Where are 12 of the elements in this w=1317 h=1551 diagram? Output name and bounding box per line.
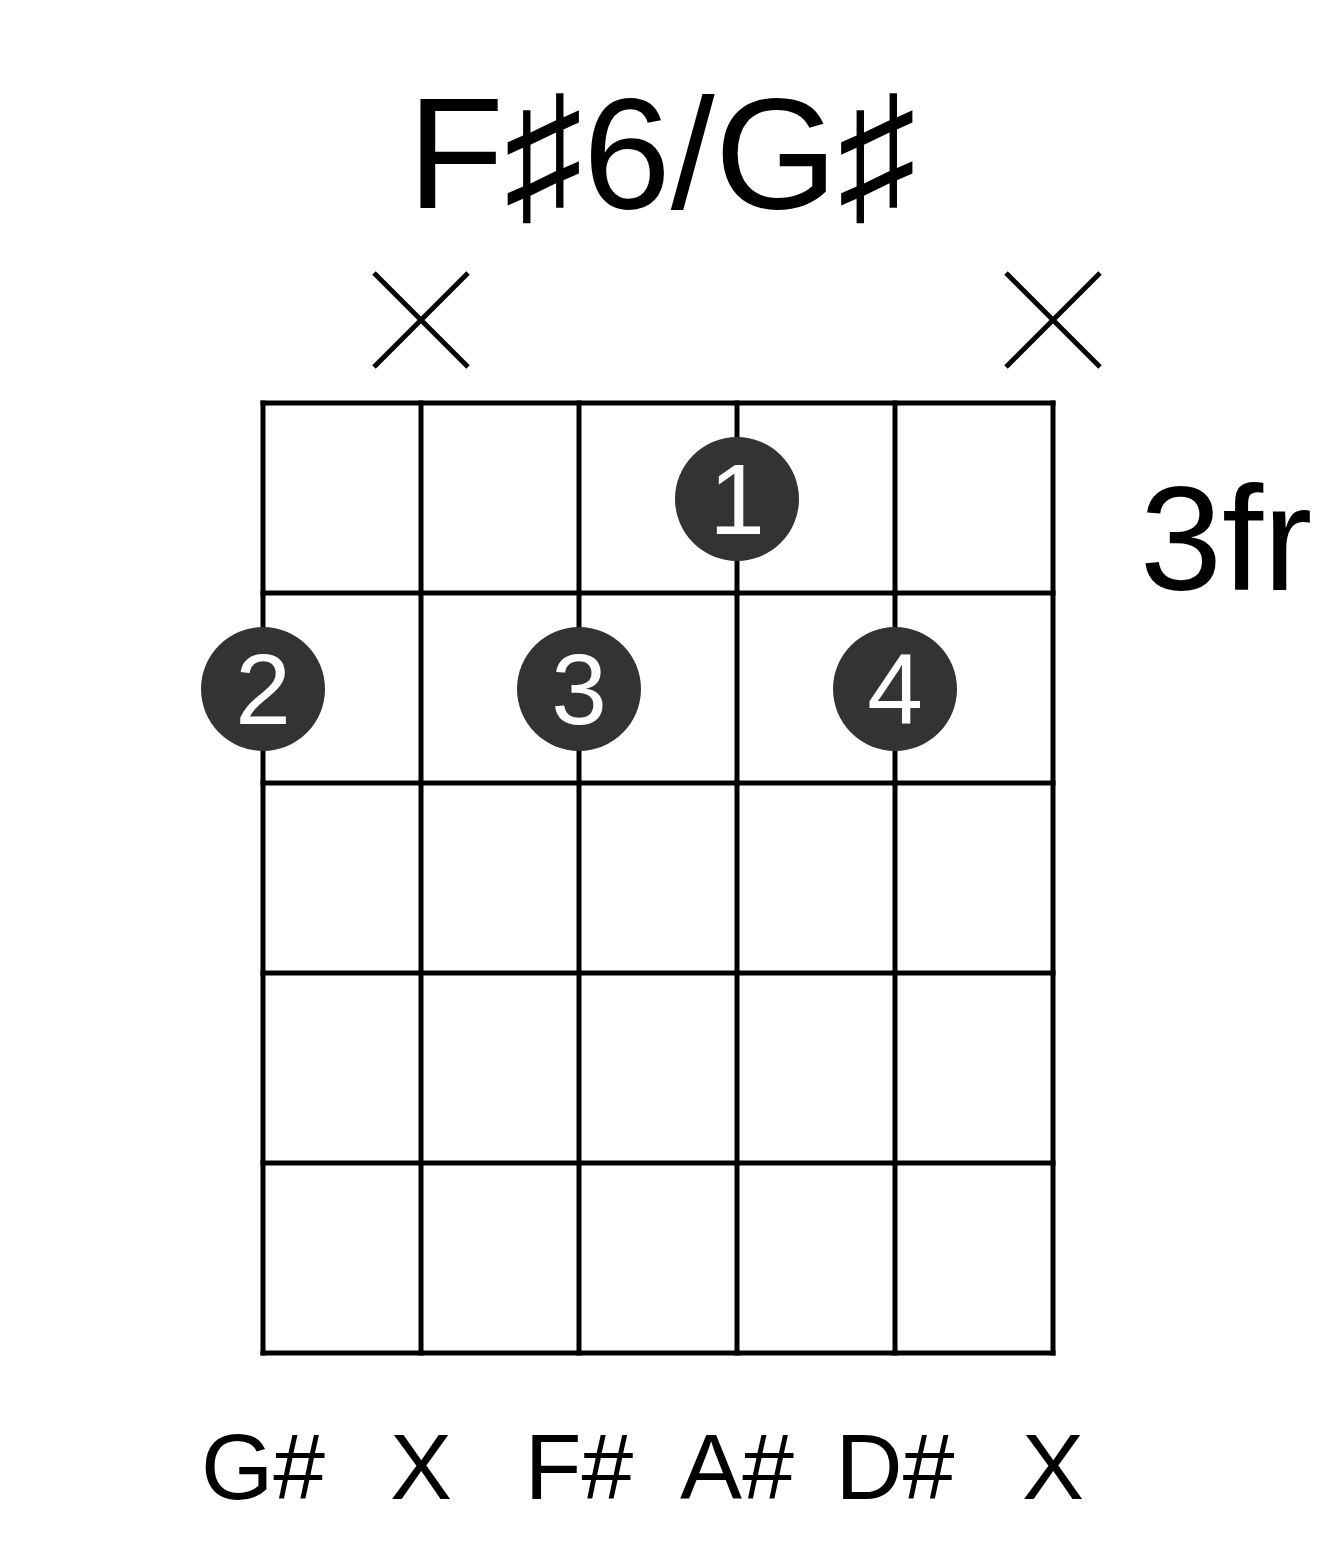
string-note-label: D# [835,1421,955,1514]
finger-number: 3 [551,639,607,739]
string-note-label: F# [524,1421,634,1514]
string-note-label: X [390,1421,452,1514]
string-note-label: G# [200,1421,326,1514]
finger-number: 2 [235,639,291,739]
string-note-label: A# [680,1421,794,1514]
finger-number: 1 [709,449,765,549]
chord-title: F♯6/G♯ [407,74,917,232]
string-note-label: X [1022,1421,1084,1514]
finger-number: 4 [867,639,923,739]
fret-number-label: 3fr [1139,465,1313,613]
